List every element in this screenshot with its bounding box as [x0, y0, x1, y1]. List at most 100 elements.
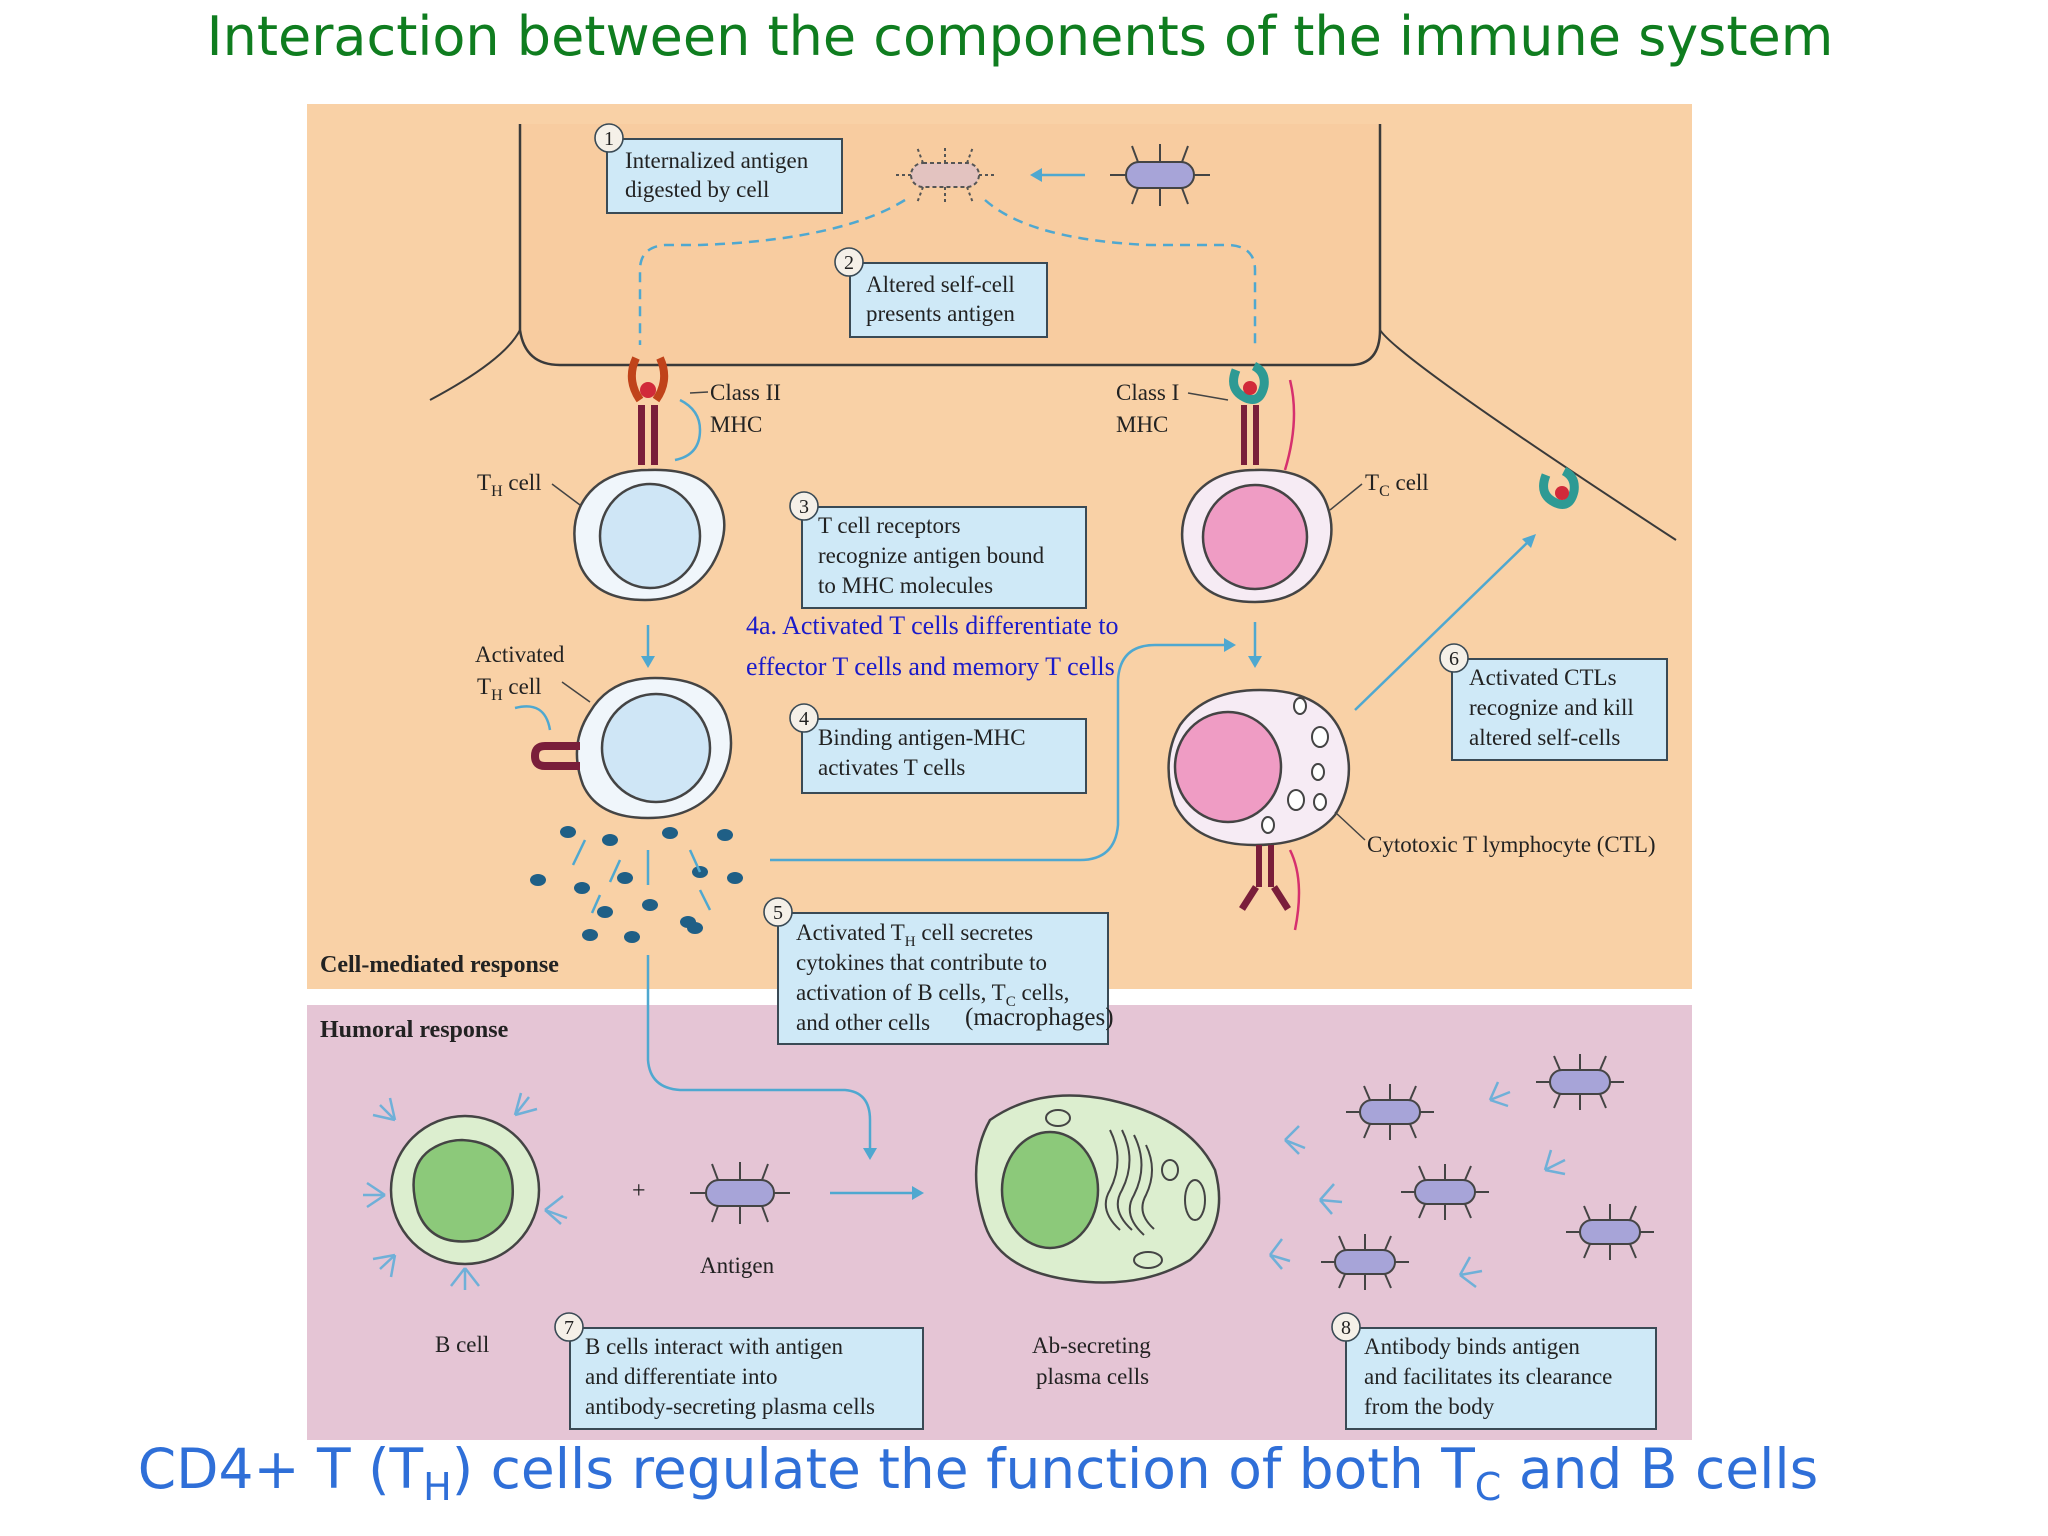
step5-line4: and other cells: [796, 1010, 930, 1035]
step4-box: [801, 718, 1087, 794]
class2-leader: [689, 391, 709, 394]
step3-number: 3: [799, 496, 809, 518]
ctl-kill-arrowhead: [1522, 534, 1536, 548]
step3-line2: recognize antigen bound: [818, 543, 1045, 568]
cytokines-to-bcell-arrow: [646, 955, 872, 1150]
macrophages-note: (macrophages): [965, 1004, 1114, 1031]
altered-self-cell-membrane: [518, 124, 1382, 367]
ctl-cell-icon: [1167, 688, 1351, 847]
step1-line2: digested by cell: [625, 177, 769, 202]
tc-cell-label-sub: C: [1379, 483, 1390, 500]
class1-mhc-icon: [1229, 361, 1269, 465]
b-cell-antibodies-icon: [363, 1092, 568, 1290]
antigen-bacterium-icon: [690, 1162, 790, 1224]
humoral-label: Humoral response: [320, 1017, 509, 1043]
note-4a-line2: effector T cells and memory T cells: [746, 652, 1115, 681]
tc-cd8-coreceptor: [1283, 379, 1296, 471]
step1-line1: Internalized antigen: [625, 148, 809, 173]
step1-number-badge: [594, 123, 624, 153]
tc-cell-label: TC cell: [1365, 470, 1429, 500]
caption-suffix: and B cells: [1501, 1437, 1818, 1501]
step6-number-badge: [1439, 643, 1469, 673]
step3-box: [801, 506, 1087, 609]
th-cell-label-t: T: [477, 470, 491, 495]
antigen-entry-arrowhead: [1030, 168, 1042, 182]
th-cell-label-rest: cell: [503, 470, 542, 495]
step4-line2: activates T cells: [818, 755, 965, 780]
tc-activation-arrowhead: [1248, 656, 1262, 668]
class1-label-line1: Class I: [1116, 380, 1179, 405]
step5-box: [777, 912, 1109, 1045]
ctl-cd8-coreceptor: [1288, 849, 1301, 931]
step5-number-badge: [763, 897, 793, 927]
class1-label-line2: MHC: [1116, 412, 1168, 437]
step8-number: 8: [1341, 1317, 1351, 1339]
class1-leader: [1187, 392, 1229, 401]
class2-label-line2: MHC: [710, 412, 762, 437]
step3-line1: T cell receptors: [818, 513, 961, 538]
caption-sub-c: C: [1475, 1465, 1502, 1509]
ctl-label: Cytotoxic T lymphocyte (CTL): [1367, 832, 1656, 857]
ctl-leader: [1334, 811, 1366, 841]
step2-box: [849, 262, 1048, 338]
tc-cell-label-t: T: [1365, 470, 1379, 495]
note-4a-line1: 4a. Activated T cells differentiate to: [746, 611, 1119, 640]
digested-antigen-icon: [895, 145, 995, 205]
plus-sign: +: [632, 1178, 646, 1204]
class2-label-line1: Class II: [710, 380, 781, 405]
step1-number: 1: [604, 128, 614, 150]
dashed-path-to-class2: [638, 198, 906, 345]
step2-number: 2: [844, 252, 854, 274]
step3-line3: to MHC molecules: [818, 573, 993, 598]
activated-th-cell-icon: [575, 676, 733, 820]
step5-line3: activation of B cells, TC cells,: [796, 980, 1069, 1010]
step7-number-badge: [554, 1312, 584, 1342]
step5-line1-sub: H: [905, 934, 916, 950]
bottom-caption: CD4+ T (TH) cells regulate the function …: [138, 1437, 1819, 1509]
antigen-label: Antigen: [700, 1253, 775, 1278]
step2-number-badge: [834, 247, 864, 277]
cytokines-icon: [530, 826, 743, 943]
step5-line3-sub: C: [1006, 994, 1016, 1010]
step5-line1-b: cell secretes: [916, 920, 1034, 945]
plasma-label-line2: plasma cells: [1036, 1364, 1149, 1389]
th-cell-leader: [551, 483, 581, 506]
released-class1-mhc-icon: [1539, 466, 1579, 509]
cytokine-release-arrows: [571, 839, 712, 914]
tc-cell-leader: [1329, 483, 1363, 511]
caption-prefix: CD4+ T (T: [138, 1437, 424, 1501]
step6-box: [1451, 658, 1668, 761]
plasma-cell-icon: [974, 1094, 1221, 1284]
b-cell-label: B cell: [435, 1332, 489, 1357]
step8-line2: and facilitates its clearance: [1364, 1364, 1612, 1389]
step3-number-badge: [789, 491, 819, 521]
class2-mhc-icon: [627, 356, 669, 465]
cell-mediated-label: Cell-mediated response: [320, 952, 559, 978]
activated-th-label-t: T: [477, 674, 491, 699]
step7-line1: B cells interact with antigen: [585, 1334, 844, 1359]
step2-line2: presents antigen: [866, 301, 1015, 326]
step6-line3: altered self-cells: [1469, 725, 1620, 750]
activated-th-label-line2: TH cell: [477, 674, 542, 704]
activated-th-receptor-icon: [530, 742, 580, 770]
step4-number-badge: [789, 703, 819, 733]
activated-th-leader: [561, 681, 591, 703]
bacterium-antigen-top-icon: [1110, 144, 1210, 206]
step8-number-badge: [1331, 1312, 1361, 1342]
cytokines-to-tc-arrowhead: [1224, 638, 1236, 652]
step5-line2: cytokines that contribute to: [796, 950, 1047, 975]
step7-line3: antibody-secreting plasma cells: [585, 1394, 875, 1419]
step1-box: [606, 138, 843, 214]
cytokines-to-tc-arrow: [770, 643, 1228, 862]
th-cell-icon: [573, 468, 726, 602]
step6-number: 6: [1449, 648, 1459, 670]
activated-th-label-rest: cell: [503, 674, 542, 699]
th-activation-arrowhead: [641, 656, 655, 668]
diagram-title: Interaction between the components of th…: [207, 5, 1834, 68]
cytokines-to-bcell-arrowhead: [863, 1148, 877, 1160]
th-cell-label-sub: H: [491, 483, 503, 500]
step5-line1: Activated TH cell secretes: [796, 920, 1033, 950]
step8-line1: Antibody binds antigen: [1364, 1334, 1580, 1359]
step8-line3: from the body: [1364, 1394, 1495, 1419]
